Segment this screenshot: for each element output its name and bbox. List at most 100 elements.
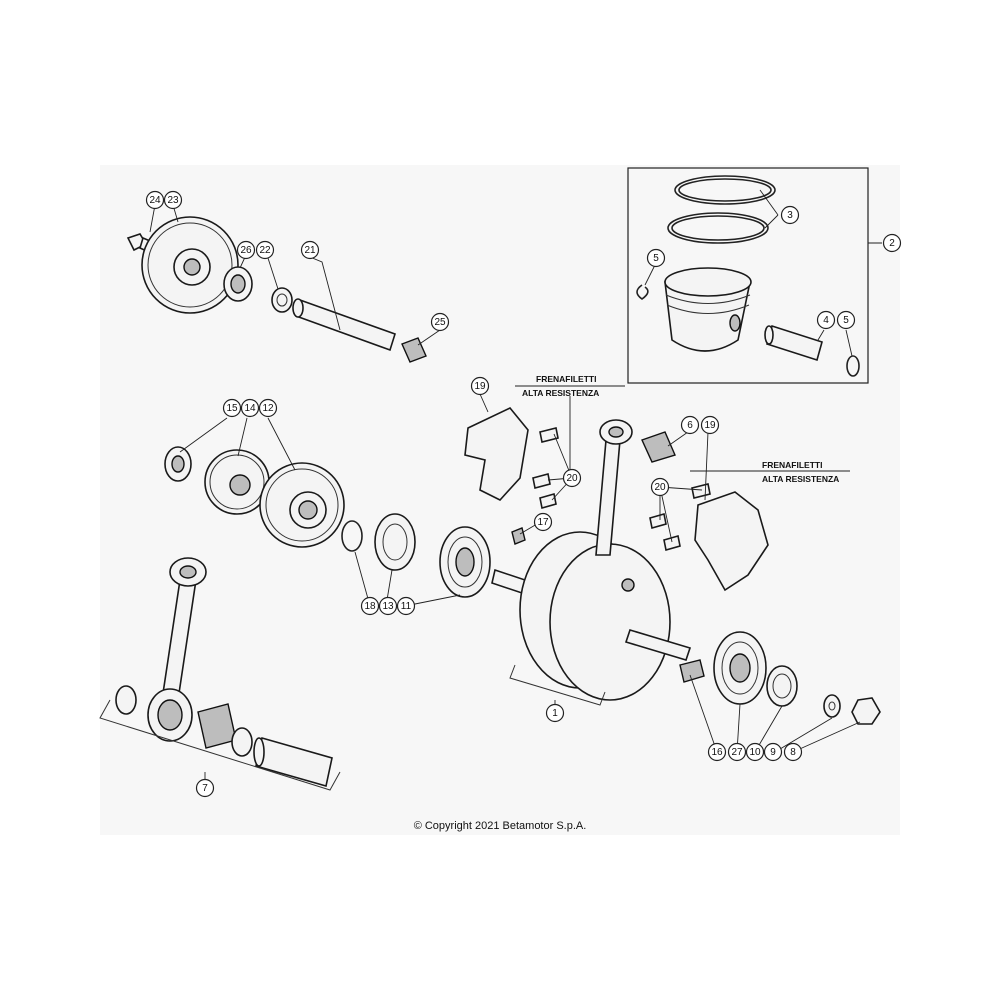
callout-number: 23 bbox=[167, 195, 179, 206]
callout-c9: 9 bbox=[763, 742, 783, 762]
oil-seal-right bbox=[766, 665, 798, 707]
main-bearing-right-bore bbox=[729, 653, 751, 683]
callout-c19b: 19 bbox=[700, 415, 720, 435]
circlip-left bbox=[636, 284, 649, 300]
callout-circle bbox=[145, 190, 165, 210]
callout-number: 25 bbox=[434, 317, 446, 328]
callout-circle bbox=[300, 240, 320, 260]
balancer-gear-bore bbox=[183, 258, 201, 276]
callout-number: 14 bbox=[244, 403, 256, 414]
callout-number: 7 bbox=[202, 783, 208, 794]
callout-c17: 17 bbox=[533, 512, 553, 532]
piston bbox=[664, 281, 751, 352]
callout-number: 17 bbox=[537, 517, 549, 528]
callout-c26: 26 bbox=[236, 240, 256, 260]
callout-circle bbox=[707, 742, 727, 762]
washer-right bbox=[823, 694, 841, 718]
washer-right-bore bbox=[828, 701, 836, 711]
leader-25 bbox=[417, 329, 441, 346]
callout-c3: 3 bbox=[780, 205, 800, 225]
callout-number: 1 bbox=[552, 708, 558, 719]
callout-circle bbox=[533, 512, 553, 532]
callout-c21: 21 bbox=[300, 240, 320, 260]
connecting-rod-small-end-bore bbox=[608, 426, 624, 438]
callout-c19a: 19 bbox=[470, 376, 490, 396]
callout-circle bbox=[816, 310, 836, 330]
piston-ring-lower bbox=[667, 212, 769, 244]
woodruff-key bbox=[511, 527, 526, 545]
piston-ring-upper bbox=[674, 175, 776, 205]
callout-circle bbox=[650, 477, 670, 497]
note-right-line1: FRENAFILETTI bbox=[762, 460, 822, 470]
callout-number: 19 bbox=[704, 420, 716, 431]
callout-number: 16 bbox=[711, 747, 723, 758]
circlip-right bbox=[846, 355, 860, 377]
leaders-cams bbox=[479, 393, 709, 501]
callout-circle bbox=[646, 248, 666, 268]
callout-c5b: 5 bbox=[836, 310, 856, 330]
small-end-needle-bearing bbox=[641, 431, 676, 463]
callout-number: 21 bbox=[304, 245, 316, 256]
primary-gear-large-bore bbox=[298, 500, 318, 520]
piston-ring-lower-inner bbox=[671, 215, 765, 241]
cam-plate-right bbox=[694, 491, 769, 592]
callout-c10: 10 bbox=[745, 742, 765, 762]
callout-number: 19 bbox=[474, 381, 486, 392]
balancer-spacer bbox=[271, 287, 293, 313]
callout-circle bbox=[562, 468, 582, 488]
con-rod-kit-small-end-bore bbox=[179, 565, 197, 579]
callout-number: 3 bbox=[787, 210, 793, 221]
callout-c11: 11 bbox=[396, 596, 416, 616]
callout-number: 11 bbox=[401, 601, 412, 612]
callout-c1: 1 bbox=[545, 703, 565, 723]
callout-number: 13 bbox=[382, 601, 394, 612]
oil-seal-left bbox=[374, 513, 416, 571]
crank-shaft-right-stub bbox=[624, 629, 692, 661]
primary-gear-small-bore bbox=[229, 474, 251, 496]
callout-c12: 12 bbox=[258, 398, 278, 418]
callout-c5a: 5 bbox=[646, 248, 666, 268]
callout-c6: 6 bbox=[680, 415, 700, 435]
piston-ring-upper-inner bbox=[678, 178, 772, 202]
crankshaft-bracket bbox=[509, 664, 606, 706]
callout-number: 20 bbox=[654, 482, 666, 493]
piston-crown bbox=[664, 267, 752, 297]
oil-seal-right-lip bbox=[772, 673, 792, 699]
callout-circle bbox=[222, 398, 242, 418]
main-bearing-left-bore bbox=[455, 547, 475, 577]
note-line-left bbox=[515, 385, 625, 478]
callout-c15: 15 bbox=[222, 398, 242, 418]
callout-c23: 23 bbox=[163, 190, 183, 210]
balancer-gear-teeth-line bbox=[147, 222, 233, 308]
piston-pin-bore bbox=[729, 314, 741, 332]
callout-circle bbox=[378, 596, 398, 616]
balancer-bearing-bore bbox=[230, 274, 246, 294]
callout-number: 24 bbox=[149, 195, 161, 206]
callout-number: 27 bbox=[731, 747, 743, 758]
callout-c24: 24 bbox=[145, 190, 165, 210]
callout-circle bbox=[430, 312, 450, 332]
callout-number: 4 bbox=[823, 315, 829, 326]
callout-circle bbox=[360, 596, 380, 616]
screw-20-a bbox=[539, 427, 559, 443]
callout-number: 5 bbox=[843, 315, 849, 326]
crank-web-hole bbox=[621, 578, 635, 592]
callout-number: 2 bbox=[889, 238, 895, 249]
callout-circle bbox=[545, 703, 565, 723]
callout-circle bbox=[882, 233, 902, 253]
callout-circle bbox=[783, 742, 803, 762]
callout-number: 18 bbox=[364, 601, 376, 612]
note-left-line2: ALTA RESISTENZA bbox=[522, 388, 599, 398]
piston-kit-box bbox=[627, 167, 869, 384]
callout-circle bbox=[163, 190, 183, 210]
callout-c20a: 20 bbox=[562, 468, 582, 488]
callout-number: 20 bbox=[566, 473, 578, 484]
callout-circle bbox=[745, 742, 765, 762]
callout-number: 12 bbox=[262, 403, 274, 414]
callout-circle bbox=[195, 778, 215, 798]
crank-web-right bbox=[549, 543, 671, 701]
callout-number: 15 bbox=[226, 403, 238, 414]
callout-c25: 25 bbox=[430, 312, 450, 332]
